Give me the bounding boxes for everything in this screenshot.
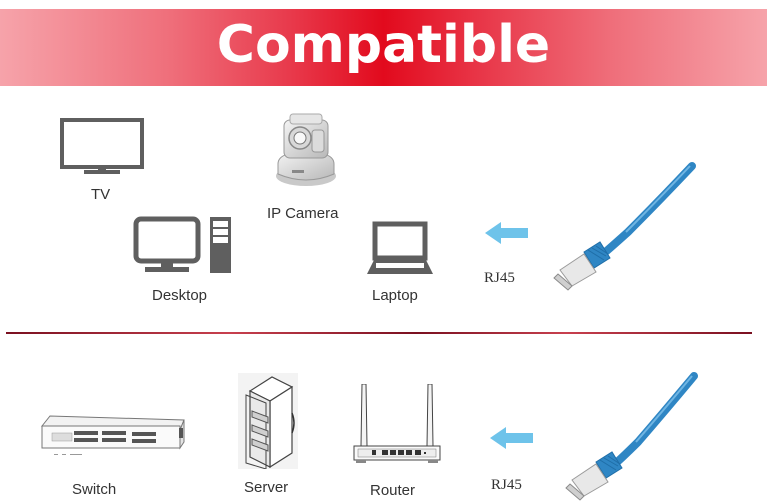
switch-label: Switch [72, 481, 117, 498]
arrow-left-icon [485, 222, 529, 244]
rj45-label: RJ45 [484, 270, 515, 286]
router-icon [352, 384, 442, 466]
ip-camera-icon [272, 112, 338, 188]
ethernet-cable-icon [560, 372, 710, 501]
ethernet-cable-icon [548, 162, 698, 292]
tv-label: TV [91, 186, 111, 203]
router-label: Router [370, 482, 416, 499]
rj45-label: RJ45 [491, 477, 522, 493]
desktop-label: Desktop [152, 287, 208, 304]
banner-title: Compatible [216, 14, 551, 75]
compatible-banner: Compatible [0, 9, 767, 86]
laptop-label: Laptop [372, 287, 418, 304]
section-divider [6, 332, 752, 334]
server-icon [238, 373, 298, 469]
ip-camera-label: IP Camera [267, 205, 339, 222]
arrow-left-icon [490, 427, 534, 449]
server-label: Server [244, 479, 289, 496]
tv-icon [60, 118, 144, 176]
desktop-icon [133, 216, 233, 274]
switch-icon [40, 414, 186, 458]
laptop-icon [366, 221, 434, 276]
